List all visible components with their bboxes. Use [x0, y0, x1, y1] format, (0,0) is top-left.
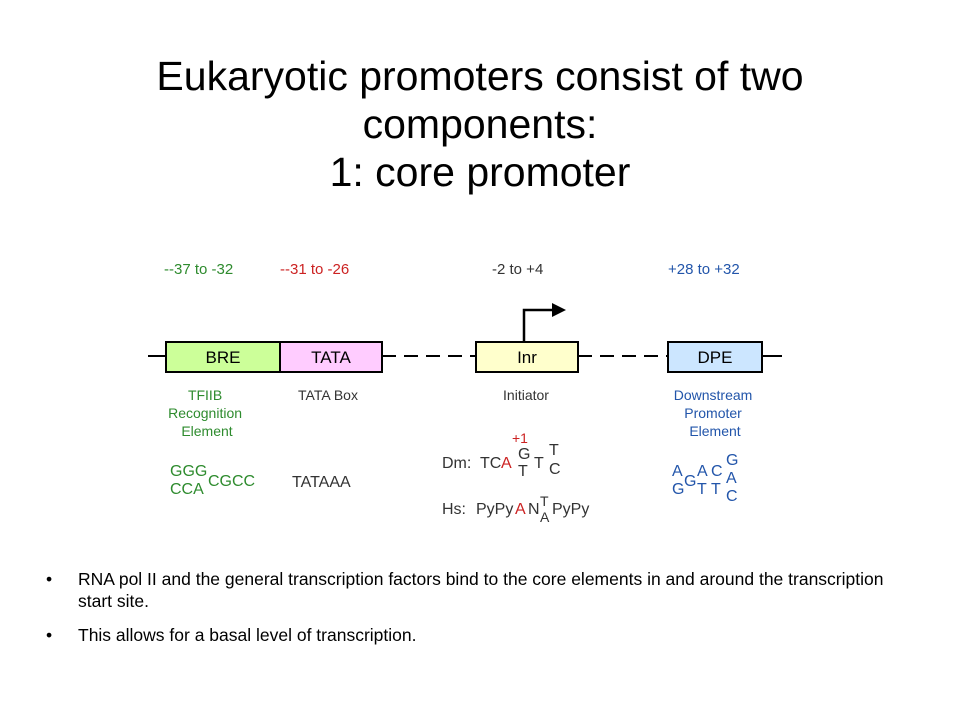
bre-box	[165, 341, 281, 373]
dpe-col1-bottom: G	[672, 481, 684, 498]
dpe-col3-bottom: T	[697, 481, 707, 498]
hs-prefix: Hs:	[442, 501, 466, 518]
hs-a-low: A	[540, 509, 550, 525]
bullet-list: • RNA pol II and the general transcripti…	[44, 568, 894, 658]
dpe-description-line-3: Element	[689, 423, 740, 439]
inr-dm-consensus: Dm: TC A G T T T C	[442, 442, 561, 480]
dpe-position-label: +28 to +32	[668, 261, 740, 278]
dpe-box	[667, 341, 763, 373]
tata-box-label: TATA	[311, 348, 351, 367]
dm-g: G	[518, 446, 530, 463]
dpe-col4-bottom: T	[711, 481, 721, 498]
inr-description: Initiator	[503, 387, 549, 403]
tata-description: TATA Box	[298, 387, 358, 403]
tata-position-label: --31 to -26	[280, 261, 349, 278]
inr-box	[475, 341, 579, 373]
hs-t: T	[540, 493, 549, 509]
dpe-col5-mid: A	[726, 470, 737, 487]
bre-description: TFIIB Recognition Element	[168, 387, 246, 439]
inr-box-label: Inr	[517, 348, 537, 367]
dpe-description-line-1: Downstream	[674, 387, 753, 403]
bullet-text: RNA pol II and the general transcription…	[78, 569, 884, 611]
inr-hs-consensus: Hs: PyPy A N T A PyPy	[442, 493, 589, 525]
dm-tc: TC	[480, 455, 501, 472]
bre-seq-bottom: CCA	[170, 481, 204, 498]
bullet-marker: •	[46, 625, 53, 645]
title-line-1: Eukaryotic promoters consist of two	[156, 53, 804, 99]
bre-consensus: GGG CCA CGCC	[170, 463, 255, 498]
dpe-description-line-2: Promoter	[684, 405, 742, 421]
bre-box-label: BRE	[206, 348, 241, 367]
dm-t-high: T	[549, 442, 559, 459]
dm-t-low: T	[518, 463, 528, 480]
inr-position-label: -2 to +4	[492, 261, 543, 278]
bullet-item: • This allows for a basal level of trans…	[44, 624, 894, 646]
dpe-col3-top: A	[697, 463, 708, 480]
dpe-box-label: DPE	[698, 348, 733, 367]
slide-title: Eukaryotic promoters consist of two comp…	[40, 52, 920, 196]
dm-prefix: Dm:	[442, 455, 471, 472]
bre-seq-mid: CGCC	[208, 473, 255, 490]
title-line-2: components:	[362, 101, 598, 147]
bre-position-label: --37 to -32	[164, 261, 233, 278]
hs-n: N	[528, 501, 540, 518]
bullet-item: • RNA pol II and the general transcripti…	[44, 568, 894, 612]
dpe-col2: G	[684, 473, 696, 490]
bre-description-line-1: TFIIB	[188, 387, 222, 403]
tata-consensus: TATAAA	[292, 474, 351, 491]
hs-pypy-2: PyPy	[552, 501, 589, 518]
dm-t-mid: T	[534, 455, 544, 472]
dpe-description: Downstream Promoter Element	[674, 387, 756, 439]
inr-plus1-label: +1	[512, 430, 528, 446]
dpe-col1-top: A	[672, 463, 683, 480]
bre-description-line-2: Recognition	[168, 405, 242, 421]
dpe-col5-top: G	[726, 452, 738, 469]
dm-c-end: C	[549, 461, 561, 478]
dpe-col4-top: C	[711, 463, 723, 480]
bullet-text: This allows for a basal level of transcr…	[78, 625, 417, 645]
dpe-consensus: A G G A T C T G A C	[672, 452, 738, 505]
bre-seq-top: GGG	[170, 463, 207, 480]
title-line-3: 1: core promoter	[329, 149, 631, 195]
hs-pypy-1: PyPy	[476, 501, 513, 518]
tata-box	[279, 341, 383, 373]
bullet-marker: •	[46, 569, 53, 589]
core-promoter-diagram: --37 to -32 --31 to -26 -2 to +4 +28 to …	[140, 250, 800, 530]
hs-a: A	[515, 501, 526, 518]
bre-description-line-3: Element	[181, 423, 232, 439]
dpe-col5-bottom: C	[726, 488, 738, 505]
dm-a: A	[501, 455, 512, 472]
transcription-start-arrow-icon	[522, 303, 566, 342]
